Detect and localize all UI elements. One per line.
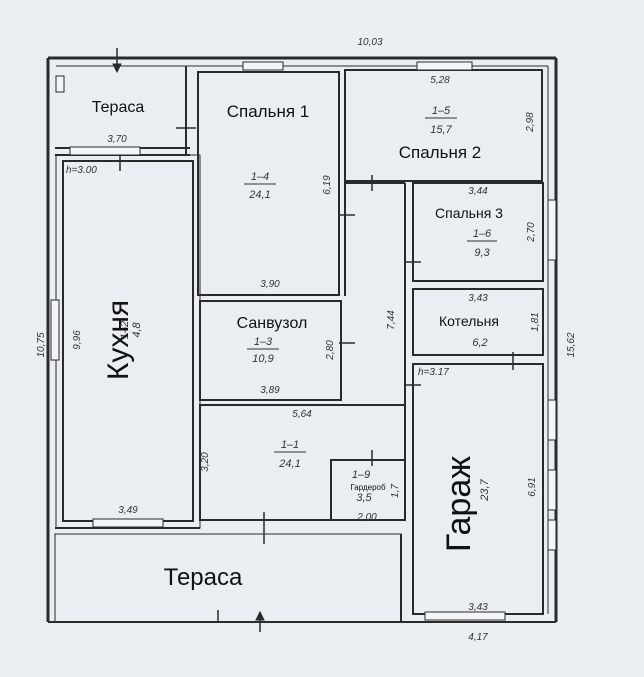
bathroom-name: Санвузол <box>237 315 308 332</box>
hall-width: 5,64 <box>292 409 312 420</box>
bedroom3-width: 3,44 <box>468 186 488 197</box>
boiler-width: 3,43 <box>468 293 488 304</box>
bedroom2-name: Спальня 2 <box>399 143 482 162</box>
wardrobe-height: 1,7 <box>390 484 401 498</box>
kitchen-code: 1–2 <box>119 321 131 339</box>
wardrobe-name: Гардероб <box>350 483 386 492</box>
bedroom2-area: 15,7 <box>430 124 452 136</box>
bedroom2-width: 5,28 <box>430 75 450 86</box>
door-marks <box>119 127 514 622</box>
bathroom-height: 2,80 <box>325 340 336 361</box>
bedroom1-width: 3,90 <box>260 279 280 290</box>
terrace-top-name: Тераса <box>92 99 145 116</box>
wardrobe-width: 2,00 <box>356 512 377 523</box>
garage-name: Гараж <box>440 456 478 552</box>
bedroom1-height: 6,19 <box>322 175 333 195</box>
hall-height: 3,20 <box>200 452 211 472</box>
kitchen-ceiling-height: h=3.00 <box>66 165 97 176</box>
wardrobe-area: 3,5 <box>356 492 372 504</box>
garage-ceiling-height: h=3.17 <box>418 367 449 378</box>
boiler-area: 6,2 <box>472 337 487 349</box>
terrace-bottom-name: Тераса <box>164 564 243 591</box>
garage-width: 3,43 <box>468 602 488 613</box>
top-overall-dim: 10,03 <box>357 37 382 48</box>
garage-area: 23,7 <box>479 478 491 501</box>
hall-code: 1–1 <box>281 439 299 451</box>
bedroom3-code: 1–6 <box>473 228 492 240</box>
terrace-top-dim: 3,70 <box>107 134 127 145</box>
bathroom-code: 1–3 <box>254 336 273 348</box>
windows <box>50 61 557 621</box>
bathroom-area: 10,9 <box>252 353 273 365</box>
kitchen-width: 3,49 <box>118 505 138 516</box>
bedroom2-height: 2,98 <box>525 112 536 133</box>
bedroom1-area: 24,1 <box>248 189 270 201</box>
hall-area: 24,1 <box>278 458 300 470</box>
bedroom2-code: 1–5 <box>432 105 451 117</box>
bedroom1-code: 1–4 <box>251 171 269 183</box>
wardrobe-code: 1–9 <box>352 469 370 481</box>
bathroom-width: 3,89 <box>260 385 280 396</box>
garage-bottom-dim: 4,17 <box>468 632 488 643</box>
kitchen-area: 4,8 <box>131 321 143 337</box>
right-overall-dim: 15,62 <box>566 332 577 357</box>
corridor-length: 7,44 <box>386 310 397 330</box>
kitchen-name: Кухня <box>102 300 135 380</box>
boiler-name: Котельня <box>439 313 499 329</box>
bedroom3-height: 2,70 <box>526 222 537 243</box>
boiler-height: 1,81 <box>530 312 541 331</box>
bedroom3-area: 9,3 <box>474 247 490 259</box>
garage-height: 6,91 <box>527 477 538 496</box>
bedroom1-name: Спальня 1 <box>227 102 310 121</box>
kitchen-height: 9,96 <box>72 330 83 350</box>
entrance-arrows <box>112 48 265 632</box>
bedroom3-name: Спальня 3 <box>435 205 503 221</box>
left-overall-dim: 10,75 <box>36 332 47 357</box>
